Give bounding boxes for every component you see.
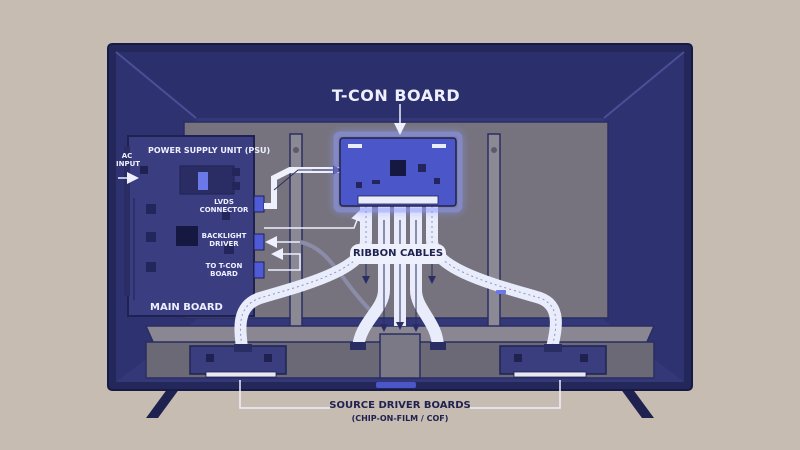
- to-tcon-label-line2: BOARD: [210, 270, 238, 278]
- source-driver-boards-label: SOURCE DRIVER BOARDS: [329, 400, 471, 411]
- backlight-label-line2: DRIVER: [209, 240, 239, 248]
- backlight-driver-label: BACKLIGHT DRIVER: [198, 232, 250, 248]
- tv-stand-right-leg: [620, 388, 654, 418]
- source-driver-boards-sublabel: (CHIP-ON-FILM / COF): [351, 414, 449, 423]
- lvds-to-ribbon-arrow: [264, 209, 363, 229]
- tv-stand-left-leg: [146, 388, 180, 418]
- backlight-connector: [253, 233, 265, 251]
- rail-left: [289, 133, 303, 345]
- to-tcon-board-label: TO T-CON BOARD: [198, 262, 250, 278]
- lvds-connector-label: LVDS CONNECTOR: [198, 198, 250, 214]
- source-driver-bracket-left: [239, 380, 330, 409]
- bevel-top: [116, 52, 684, 118]
- ac-input-label-line2: INPUT: [116, 160, 141, 168]
- source-driver-bracket-right: [470, 380, 561, 409]
- to-tcon-label-line1: TO T-CON: [205, 262, 243, 270]
- rail-right: [487, 133, 501, 345]
- tcon-board-title: T-CON BOARD: [331, 86, 461, 105]
- ac-input-label: AC INPUT: [116, 152, 141, 168]
- ribbon-cables-label: RIBBON CABLES: [350, 244, 446, 264]
- driver-bar-center: [379, 333, 421, 379]
- power-led: [376, 382, 416, 388]
- lvds-connector: [253, 195, 265, 213]
- lvds-label-line2: CONNECTOR: [199, 206, 249, 214]
- to-tcon-connector: [253, 261, 265, 279]
- psu-label: POWER SUPPLY UNIT (PSU): [148, 146, 271, 155]
- main-board-label: MAIN BOARD: [150, 302, 223, 313]
- bevel-right: [604, 52, 684, 382]
- lvds-label-line1: LVDS: [214, 198, 234, 206]
- backlight-label-line1: BACKLIGHT: [201, 232, 247, 240]
- to-tcon-arrow: [268, 248, 301, 271]
- ac-input-label-line1: AC: [121, 152, 133, 160]
